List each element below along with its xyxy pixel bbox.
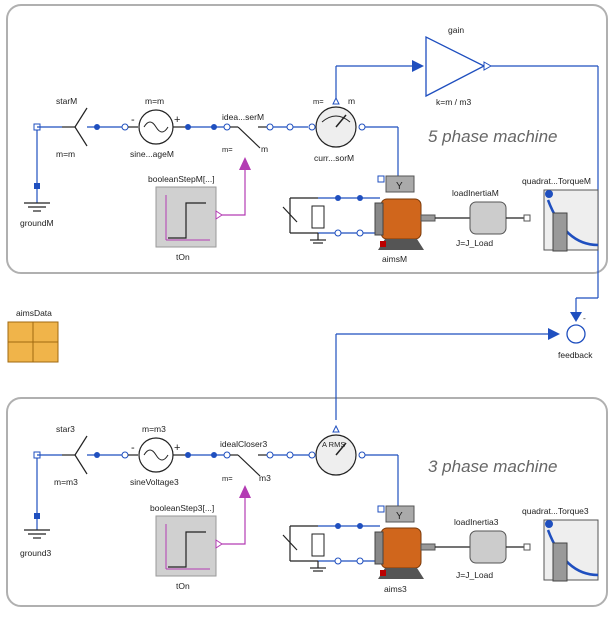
boolean-step-top[interactable] (155, 186, 223, 248)
quadratic-bottom-label: quadrat...Torque3 (522, 506, 589, 516)
sine-bottom-param: m=m3 (142, 424, 166, 434)
ideal-closer-top[interactable] (223, 123, 274, 149)
closer-bottom-m-label: m= (222, 474, 233, 483)
ground-bottom-label: ground3 (20, 548, 51, 558)
sensor-top-label: curr...sorM (314, 153, 354, 163)
star-top-label: starM (56, 96, 77, 106)
sine-top-label: sine...ageM (130, 149, 174, 159)
sine-bottom-label: sineVoltage3 (130, 477, 179, 487)
gain-param: k=m / m3 (436, 97, 471, 107)
closer-top-m-label: m= (222, 145, 233, 154)
sensor-top-m-label: m= (313, 97, 324, 106)
top-panel (6, 4, 608, 274)
aims-top-Y: Y (396, 181, 403, 192)
rms-sensor-bottom[interactable] (308, 424, 366, 476)
load-inertia-top[interactable] (435, 201, 531, 235)
load-top-label: loadInertiaM (452, 188, 499, 198)
aims-top-label: aimsM (382, 254, 407, 264)
sine-top-minus: - (131, 114, 135, 126)
network-bottom[interactable] (282, 523, 380, 572)
sine-voltage-bottom[interactable] (128, 437, 188, 473)
feedback-block[interactable] (548, 324, 586, 344)
load-inertia-bottom[interactable] (435, 530, 531, 564)
aims-bottom-Y: Y (396, 511, 403, 522)
aims-data-table[interactable] (7, 321, 59, 363)
aims-data-label: aimsData (16, 308, 52, 318)
bottom-panel-title: 3 phase machine (428, 457, 557, 476)
ground-bottom[interactable] (24, 451, 50, 539)
feedback-minus: - (583, 313, 586, 323)
sine-top-plus: + (174, 114, 180, 126)
aims-motor-bottom[interactable]: Y (374, 505, 436, 579)
closer-top-m: m (261, 144, 268, 154)
closer-bottom-label: idealCloser3 (220, 439, 268, 449)
star-top-param: m=m (56, 149, 75, 159)
star-bottom[interactable] (62, 435, 88, 475)
aims-motor-top[interactable]: Y (374, 175, 436, 250)
boolean-step-bottom[interactable] (155, 515, 223, 577)
boolean-top-ton: tOn (176, 252, 190, 262)
gain-block[interactable] (425, 35, 493, 98)
quadratic-torque-bottom[interactable] (543, 519, 599, 582)
closer-bottom-m: m3 (259, 473, 271, 483)
sine-voltage-top[interactable] (128, 109, 188, 145)
gain-label: gain (448, 25, 464, 35)
load-bottom-label: loadInertia3 (454, 517, 499, 527)
ideal-closer-bottom[interactable] (223, 451, 274, 477)
star-top[interactable] (62, 107, 88, 147)
ground-top[interactable] (24, 123, 50, 212)
star-bottom-param: m=m3 (54, 477, 78, 487)
bottom-panel (6, 397, 608, 607)
ground-top-label: groundM (20, 218, 54, 228)
sine-bottom-minus: - (131, 442, 135, 454)
sensor-top-m: m (348, 96, 355, 106)
network-top[interactable] (282, 195, 380, 244)
quadratic-top-label: quadrat...TorqueM (522, 176, 591, 186)
star-bottom-label: star3 (56, 424, 75, 434)
rms-sensor-text: A RMS (322, 440, 345, 449)
sine-top-param: m=m (145, 96, 164, 106)
boolean-top-label: booleanStepM[...] (148, 174, 215, 184)
boolean-bottom-label: booleanStep3[...] (150, 503, 214, 513)
load-top-J: J=J_Load (456, 238, 493, 248)
load-bottom-J: J=J_Load (456, 570, 493, 580)
feedback-label: feedback (558, 350, 593, 360)
sine-bottom-plus: + (174, 442, 180, 454)
boolean-bottom-ton: tOn (176, 581, 190, 591)
closer-top-label: idea...serM (222, 112, 264, 122)
top-panel-title: 5 phase machine (428, 127, 557, 146)
aims-bottom-label: aims3 (384, 584, 407, 594)
quadratic-torque-top[interactable] (543, 189, 599, 252)
